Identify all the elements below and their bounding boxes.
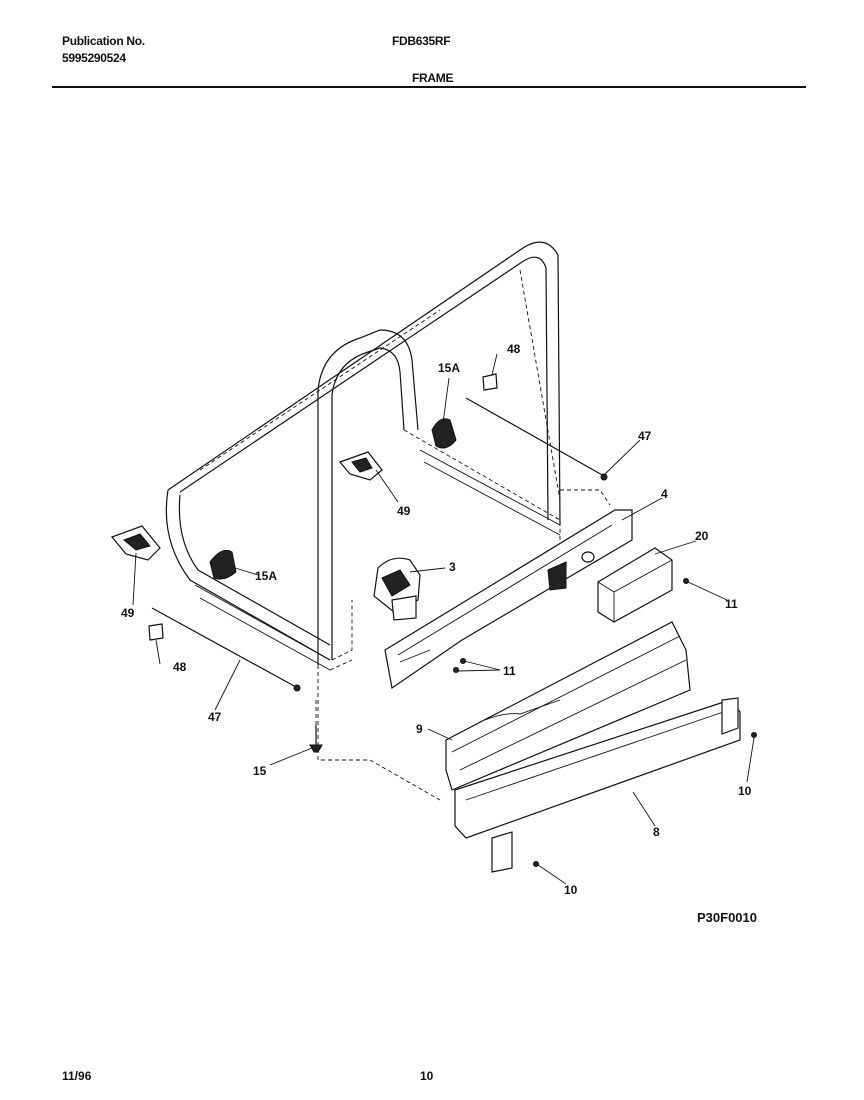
callout-15: 15 xyxy=(253,764,267,778)
footer-date: 11/96 xyxy=(62,1069,92,1083)
callout-48-left: 48 xyxy=(173,660,187,674)
fasteners xyxy=(453,578,757,867)
part-4-bracket xyxy=(384,509,633,690)
leader-lines xyxy=(132,353,755,885)
callout-15a-left: 15A xyxy=(255,569,277,583)
callout-10-bottom: 10 xyxy=(564,883,578,897)
part-49-brackets xyxy=(110,451,383,561)
part-8-panel xyxy=(454,697,741,873)
side-rails xyxy=(194,449,561,671)
callout-4: 4 xyxy=(661,487,668,501)
part-15a-legs xyxy=(209,418,457,580)
callout-11-right: 11 xyxy=(725,597,738,611)
front-frame xyxy=(317,329,611,801)
callout-48-top: 48 xyxy=(507,342,521,356)
part-15-screw xyxy=(309,700,323,753)
publication-number: 5995290524 xyxy=(62,51,126,65)
callout-20: 20 xyxy=(695,529,709,543)
footer-page-number: 10 xyxy=(420,1069,434,1083)
part-48-clips xyxy=(148,373,498,641)
figure-id: P30F0010 xyxy=(697,910,757,925)
callout-8: 8 xyxy=(653,825,660,839)
callout-49-left: 49 xyxy=(121,606,135,620)
callout-9: 9 xyxy=(416,722,423,736)
publication-label: Publication No. xyxy=(62,34,145,48)
part-47-rods xyxy=(151,397,608,692)
header-rule xyxy=(52,86,806,88)
part-9-toekick xyxy=(445,621,691,791)
section-title: FRAME xyxy=(412,71,454,85)
callout-15a-top: 15A xyxy=(438,361,460,375)
callout-47-left: 47 xyxy=(208,710,222,724)
callout-47-top: 47 xyxy=(638,429,652,443)
part-3-assembly xyxy=(373,557,421,621)
part-20-cover xyxy=(547,547,673,623)
callout-11-center: 11 xyxy=(503,664,516,678)
callout-49-right: 49 xyxy=(397,504,411,518)
callout-10-right: 10 xyxy=(738,784,752,798)
model-number: FDB635RF xyxy=(392,34,451,48)
rear-frame xyxy=(165,241,561,661)
callout-3: 3 xyxy=(449,560,456,574)
